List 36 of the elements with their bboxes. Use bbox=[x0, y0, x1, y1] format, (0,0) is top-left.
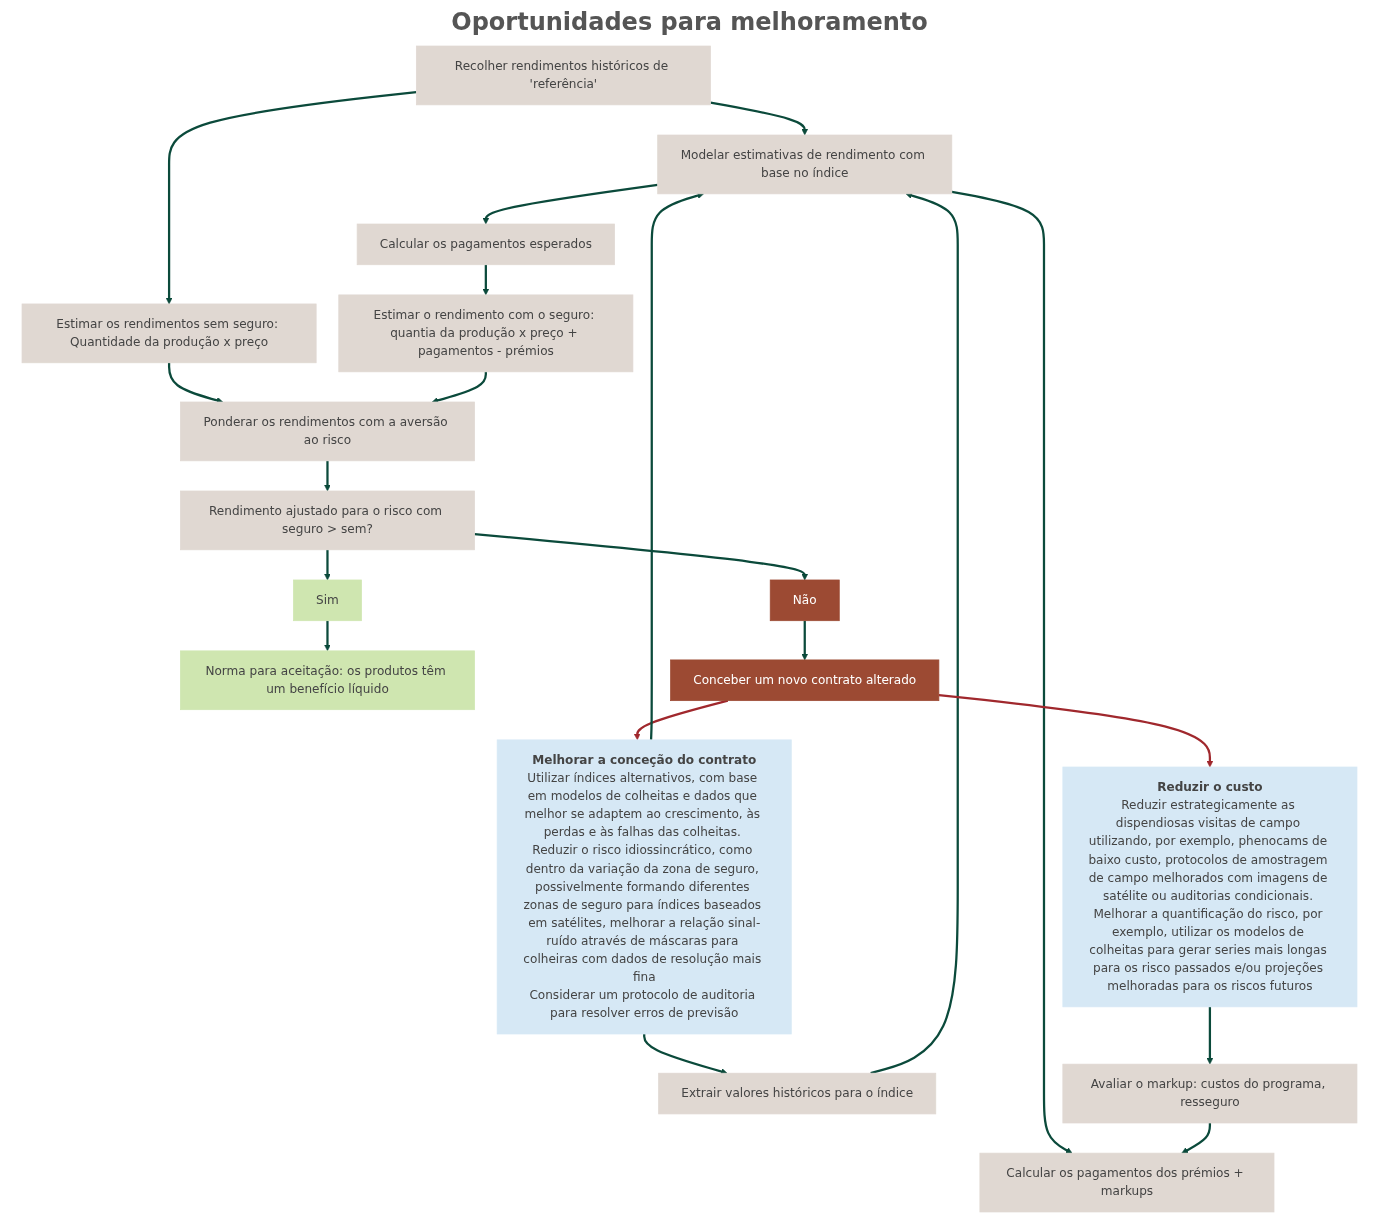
node-box: Não bbox=[769, 579, 840, 622]
node-box: Ponderar os rendimentos com a aversão ao risco bbox=[180, 401, 475, 462]
node-box: Rendimento ajustado para o risco com seguro > sem? bbox=[180, 490, 475, 551]
node-box: Avaliar o markup: custos do programa, resseguro bbox=[1062, 1063, 1358, 1124]
arrow bbox=[643, 1033, 728, 1075]
node-box: Extrair valores históricos para o índice bbox=[658, 1072, 937, 1115]
arrow bbox=[324, 460, 331, 492]
node-box: Modelar estimativas de rendimento com base no índice bbox=[657, 134, 953, 195]
node-box: Norma para aceitação: os produtos têm um benefício líquido bbox=[180, 650, 475, 711]
node-box: Calcular os pagamentos dos prémios + markups bbox=[979, 1152, 1275, 1213]
arrow bbox=[1181, 1123, 1212, 1154]
arrow bbox=[870, 192, 959, 1075]
node-box: Sim bbox=[293, 579, 362, 622]
arrow bbox=[324, 549, 331, 581]
arrow bbox=[801, 620, 809, 661]
arrow bbox=[324, 620, 331, 652]
node-box: Estimar o rendimento com o seguro: quantia da produção x preço + pagamentos - prémios bbox=[338, 294, 634, 373]
node-box: Conceber um novo contrato alterado bbox=[670, 659, 940, 702]
node-box: Estimar os rendimentos sem seguro: Quantidade da produção x preço bbox=[21, 303, 317, 364]
arrow bbox=[482, 264, 490, 296]
node-box: Reduzir o custo Reduzir estrategicamente as dispendiosas visitas de campo utilizando, por exemplo, phenocams de baixo custo, protocolos de amostragem de campo melhorados com imagens de satélite ou auditorias condicionais. Melhorar a quantificação do risco, por exemplo, utilizar os modelos de colheitas para gerar series mais longas para os risco passados e/ou projeções melhoradas para os riscos futuros bbox=[1062, 766, 1358, 1008]
node-box: Melhorar a conceção do contrato Utilizar índices alternativos, com base em modelos de colheitas e dados que melhor se adaptem ao crescimento, às perdas e às falhas das colheitas. Reduzir o risco idiossincrático, como dentro da variação da zona de seguro, possivelmente formando diferentes zonas de seguro para índices baseados em satélites, melhorar a relação sinal-ruído através de máscaras para colheiras com dados de resolução mais fina Considerar um protocolo de auditoria para resolver erros de previsão bbox=[496, 739, 792, 1035]
title: Oportunidades para melhoramento bbox=[451, 8, 928, 36]
arrow bbox=[951, 190, 1073, 1154]
arrow bbox=[633, 699, 729, 741]
arrow bbox=[431, 371, 487, 404]
arrow bbox=[482, 183, 658, 225]
arrow bbox=[165, 90, 417, 305]
node-box: Recolher rendimentos históricos de 'referência' bbox=[415, 45, 711, 106]
arrow bbox=[474, 533, 809, 581]
arrow bbox=[167, 362, 224, 404]
arrow bbox=[710, 101, 809, 136]
arrow bbox=[1206, 1006, 1214, 1065]
arrow bbox=[649, 192, 704, 740]
arrow bbox=[938, 693, 1214, 768]
node-box: Calcular os pagamentos esperados bbox=[356, 223, 615, 266]
